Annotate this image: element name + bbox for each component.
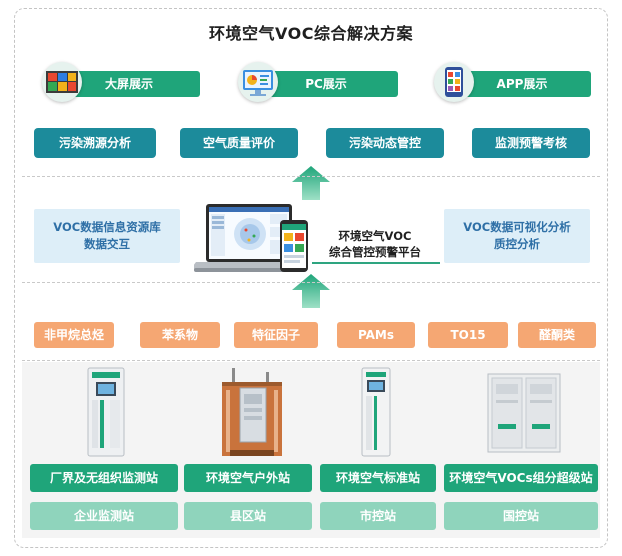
outdoor-station-cabinet [222, 368, 282, 456]
level-label-enterprise: 企业监测站 [30, 502, 178, 530]
platform-name-line2: 综合管控预警平台 [329, 245, 421, 259]
data-resource-line2: 数据交互 [84, 237, 130, 251]
pollutant-tag-nmhc: 非甲烷总烃 [34, 322, 114, 348]
divider-line [22, 176, 600, 177]
pollutant-tag-pams: PAMs [337, 322, 415, 348]
video-wall-icon [42, 62, 82, 102]
station-label-standard: 环境空气标准站 [320, 464, 436, 492]
warning-assessment-button: 监测预警考核 [472, 128, 590, 158]
station-label-enterprise: 厂界及无组织监测站 [30, 464, 178, 492]
dynamic-control-button: 污染动态管控 [326, 128, 444, 158]
laptop-phone-illustration [194, 204, 308, 272]
station-label-super: 环境空气VOCs组分超级站 [444, 464, 598, 492]
platform-underline [312, 262, 440, 264]
standard-station-cabinet [361, 367, 391, 457]
data-resource-line1: VOC数据信息资源库 [53, 220, 161, 234]
pollutant-tag-benzene: 苯系物 [140, 322, 220, 348]
outer-frame [14, 8, 608, 548]
super-station-cabinet [487, 373, 561, 453]
pollutant-tag-characteristic: 特征因子 [234, 322, 318, 348]
visualization-line1: VOC数据可视化分析 [463, 220, 571, 234]
pollutant-tag-to15: TO15 [428, 322, 508, 348]
pollutant-tag-aldehydes: 醛酮类 [518, 322, 596, 348]
app-display-label: APP展示 [453, 71, 591, 97]
pollution-tracing-button: 污染溯源分析 [34, 128, 156, 158]
air-quality-evaluation-button: 空气质量评价 [180, 128, 298, 158]
platform-name: 环境空气VOC 综合管控预警平台 [310, 228, 440, 260]
page-title: 环境空气VOC综合解决方案 [209, 24, 413, 43]
mobile-app-icon [434, 62, 474, 102]
monitor-chart-icon [238, 62, 278, 102]
platform-name-line1: 环境空气VOC [338, 229, 412, 243]
data-resource-box: VOC数据信息资源库 数据交互 [34, 209, 180, 263]
level-label-city: 市控站 [320, 502, 436, 530]
up-arrow-icon [292, 166, 330, 200]
station-label-outdoor: 环境空气户外站 [184, 464, 312, 492]
divider-line [22, 360, 600, 361]
level-label-county: 县区站 [184, 502, 312, 530]
up-arrow-icon [292, 274, 330, 308]
visualization-line2: 质控分析 [494, 237, 540, 251]
divider-line [22, 282, 600, 283]
visualization-box: VOC数据可视化分析 质控分析 [444, 209, 590, 263]
pc-display-label: PC展示 [254, 71, 398, 97]
level-label-national: 国控站 [444, 502, 598, 530]
enterprise-station-cabinet [87, 367, 125, 457]
